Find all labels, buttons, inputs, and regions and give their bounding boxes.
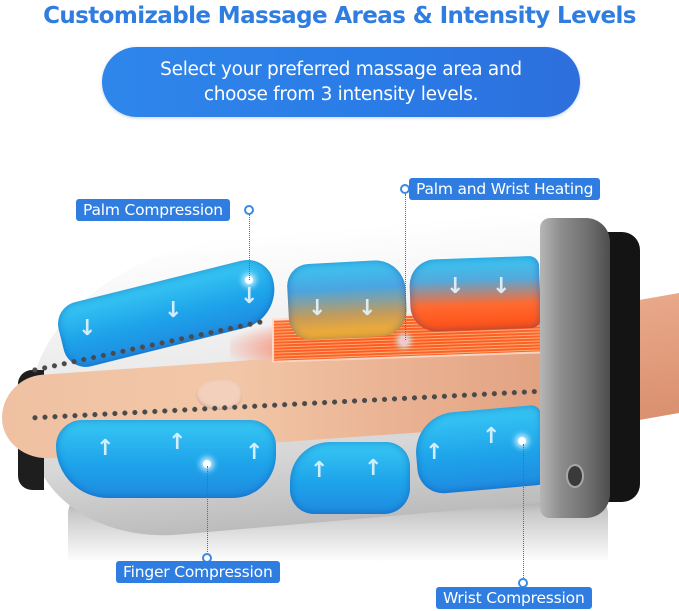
down-arrow-icon: ↓ <box>492 274 511 299</box>
wrist-compression-anchor <box>518 437 526 445</box>
up-arrow-icon: ↑ <box>168 430 187 455</box>
page-title: Customizable Massage Areas & Intensity L… <box>43 3 636 29</box>
down-arrow-icon: ↓ <box>446 274 465 299</box>
heating-anchor <box>400 337 408 345</box>
heating-leader <box>405 194 406 340</box>
finger-compression-leader <box>207 466 208 552</box>
down-arrow-icon: ↓ <box>358 296 377 321</box>
up-arrow-icon: ↑ <box>96 436 115 461</box>
down-arrow-icon: ↓ <box>164 298 183 323</box>
finger-compression-anchor <box>203 460 211 468</box>
wrist-compression-leader <box>523 444 524 578</box>
palm-airbag-2 <box>286 258 408 342</box>
palm-wrist-heating-label: Palm and Wrist Heating <box>409 178 601 200</box>
palm-compression-anchor <box>245 276 253 284</box>
wrist-compression-label: Wrist Compression <box>436 587 592 609</box>
wrist-airbag-top <box>408 255 542 333</box>
up-arrow-icon: ↑ <box>364 456 383 481</box>
finger-compression-label: Finger Compression <box>116 561 280 583</box>
down-arrow-icon: ↓ <box>240 284 259 309</box>
down-arrow-icon: ↓ <box>308 296 327 321</box>
subtitle-line-1: Select your preferred massage area and <box>160 59 522 80</box>
up-arrow-icon: ↑ <box>482 424 501 449</box>
palm-compression-leader <box>249 214 250 280</box>
palm-compression-ring <box>244 205 254 215</box>
up-arrow-icon: ↑ <box>310 458 329 483</box>
cuff-port <box>566 464 584 488</box>
cuff-liner <box>604 232 640 502</box>
palm-compression-label: Palm Compression <box>76 199 230 221</box>
finger-airbag <box>56 420 276 498</box>
up-arrow-icon: ↑ <box>425 440 444 465</box>
subtitle-line-2: choose from 3 intensity levels. <box>203 84 479 105</box>
subtitle-banner: Select your preferred massage area and c… <box>102 47 580 117</box>
down-arrow-icon: ↓ <box>78 316 97 341</box>
product-illustration: ↓ ↓ ↓ ↓ ↓ ↓ ↓ ↑ ↑ ↑ ↑ ↑ ↑ ↑ <box>0 208 679 562</box>
palm-airbag-bottom <box>290 442 410 514</box>
up-arrow-icon: ↑ <box>245 440 264 465</box>
